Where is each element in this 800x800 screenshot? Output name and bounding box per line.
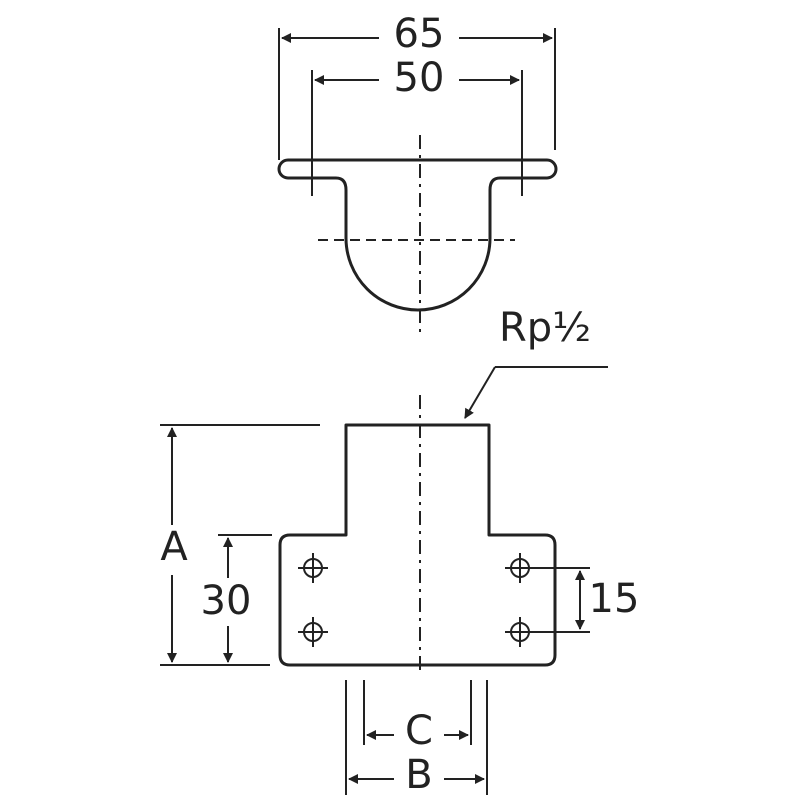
dim-a-label: A	[160, 524, 188, 570]
body-outline	[278, 423, 557, 667]
dim-50-label: 50	[394, 55, 445, 101]
dim-65-label: 65	[394, 11, 445, 57]
dim-b-label: B	[405, 752, 432, 798]
mounting-hole-top-right	[505, 553, 535, 583]
thread-label: Rp½	[499, 305, 591, 351]
flange-outline	[277, 158, 558, 312]
mounting-hole-bottom-left	[298, 617, 328, 647]
thread-leader-diagonal	[464, 366, 496, 419]
dim-30-label: 30	[201, 578, 252, 624]
dim-c-label: C	[405, 708, 433, 754]
front-view: Rp½ A 30 15 C B	[160, 305, 639, 798]
mounting-hole-top-left	[298, 553, 328, 583]
top-view: 65 50	[277, 11, 558, 335]
mounting-hole-bottom-right	[505, 617, 535, 647]
dim-15-label: 15	[589, 576, 640, 622]
